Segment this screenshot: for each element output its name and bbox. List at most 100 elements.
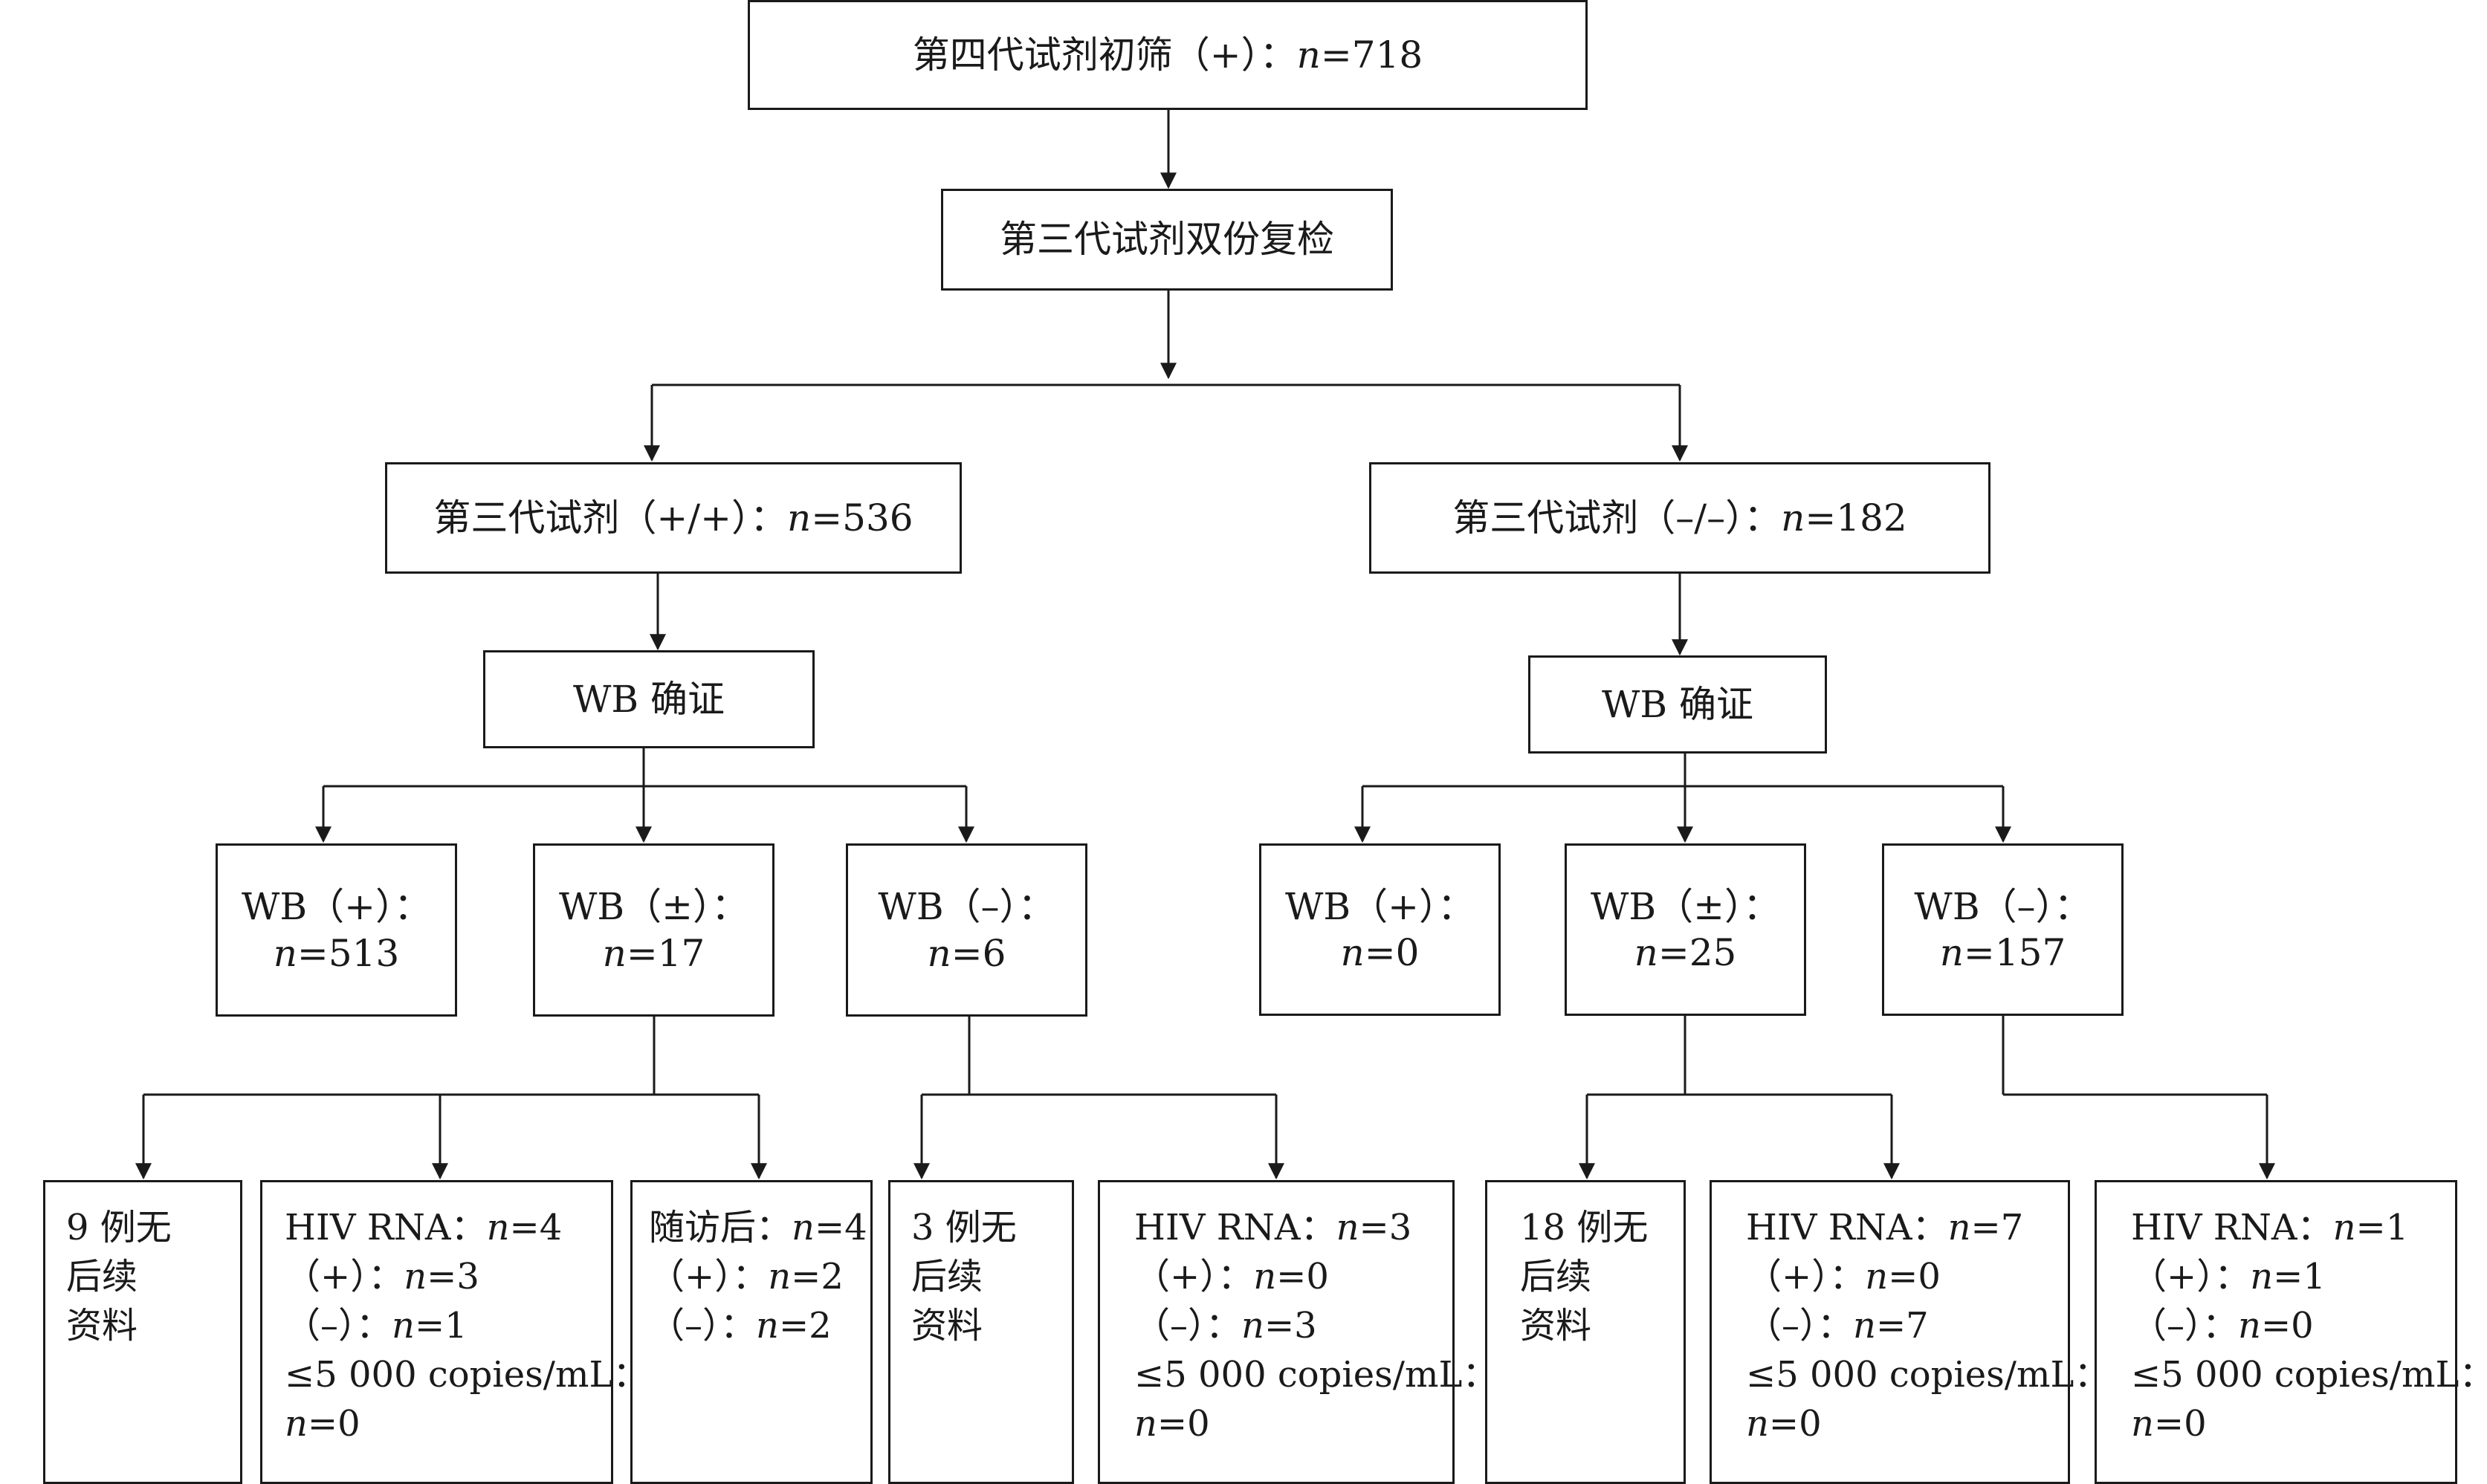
leaf-hiv-rna-3-l1: HIV RNA： [1134,1207,1336,1248]
left-wb-neg-value: =6 [951,931,1006,975]
leaf-no-data-9-line-2: 后续 [66,1256,138,1297]
right-wb-pos-box: WB（+）： n=0 [1259,843,1501,1016]
leaf-no-data-18-line-2: 后续 [1520,1256,1592,1297]
right-header-box: 第三代试剂（–/–）：n=182 [1369,462,1990,574]
left-wb-neg-box: WB（–）： n=6 [846,843,1087,1017]
left-wb-neg-label: WB（–）： [878,885,1055,928]
leaf-hiv-rna-7-l3-n: n [1853,1305,1876,1347]
leaf-followup-l1-v: =4 [814,1207,867,1248]
leaf-no-data-9-line-3: 资料 [66,1305,138,1347]
leaf-followup-l1-n: n [792,1207,815,1248]
leaf-hiv-rna-4-l1-v: =4 [509,1207,563,1248]
leaf-hiv-rna-1-l2-v: =1 [2273,1256,2326,1297]
leaf-hiv-rna-3-l5-v: =0 [1157,1403,1210,1445]
retest-label: 第三代试剂双份复检 [1000,218,1334,262]
leaf-hiv-rna-1-l2-n: n [2250,1256,2274,1297]
leaf-no-data-18-line-1: 18 例无 [1520,1207,1649,1248]
left-wb-ind-value: =17 [626,931,705,975]
leaf-hiv-rna-4-l2-v: =3 [427,1256,479,1297]
leaf-hiv-rna-7-l1: HIV RNA： [1746,1207,1948,1248]
leaf-hiv-rna-3-l1-v: =3 [1359,1207,1412,1248]
leaf-hiv-rna-7-l4: ≤5 000 copies/mL： [1746,1354,2110,1396]
left-wb-ind-box: WB（±）： n=17 [533,843,774,1017]
leaf-hiv-rna-7-l5-v: =0 [1768,1403,1822,1445]
leaf-hiv-rna-1-l3-v: =0 [2260,1305,2314,1347]
leaf-followup-l3: （–）： [649,1305,757,1347]
leaf-hiv-rna-3-l2-v: =0 [1276,1256,1329,1297]
leaf-hiv-rna-3-l3-v: =3 [1264,1305,1317,1347]
leaf-hiv-rna-3-l2-n: n [1253,1256,1277,1297]
left-wb-confirm-box: WB 确证 [483,650,815,748]
leaf-hiv-rna-1-l3: （–）： [2131,1305,2239,1347]
leaf-hiv-rna-1-l5-n: n [2131,1403,2154,1445]
leaf-hiv-rna-3-l4: ≤5 000 copies/mL： [1134,1354,1498,1396]
leaf-hiv-rna-7-l1-v: =7 [1970,1207,2024,1248]
right-header-label: 第三代试剂（–/–）： [1452,496,1782,540]
left-header-value: =536 [811,496,913,540]
right-wb-ind-n: n [1634,931,1658,974]
leaf-hiv-rna-1-l4: ≤5 000 copies/mL： [2131,1354,2487,1396]
leaf-hiv-rna-7-l3: （–）： [1746,1305,1854,1347]
leaf-hiv-rna-4-l2-n: n [404,1256,427,1297]
left-wb-pos-box: WB（+）： n=513 [216,843,457,1017]
leaf-hiv-rna-1-l3-n: n [2238,1305,2261,1347]
right-wb-neg-box: WB（–）： n=157 [1882,843,2124,1016]
leaf-hiv-rna-1-l1: HIV RNA： [2131,1207,2333,1248]
left-wb-ind-n: n [602,931,627,975]
leaf-hiv-rna-7-l1-n: n [1947,1207,1971,1248]
retest-box: 第三代试剂双份复检 [941,189,1393,291]
leaf-hiv-rna-4-l3: （–）： [285,1305,392,1347]
right-header-value: =182 [1805,496,1907,540]
leaf-hiv-rna-4-l3-v: =1 [414,1305,468,1347]
right-wb-neg-value: =157 [1963,931,2066,974]
leaf-hiv-rna-3: HIV RNA：n=3 （+）：n=0 （–）：n=3 ≤5 000 copie… [1098,1180,1498,1484]
right-wb-pos-value: =0 [1364,931,1420,974]
left-wb-neg-n: n [927,931,951,975]
leaf-hiv-rna-4-l4: ≤5 000 copies/mL： [285,1354,649,1396]
leaf-hiv-rna-7: HIV RNA：n=7 （+）：n=0 （–）：n=7 ≤5 000 copie… [1710,1180,2110,1484]
right-wb-ind-box: WB（±）： n=25 [1565,843,1806,1016]
leaf-followup-l2-v: =2 [791,1256,844,1297]
leaf-followup: 随访后：n=4 （+）：n=2 （–）：n=2 [630,1180,873,1484]
leaf-no-data-9-line-1: 9 例无 [66,1207,172,1248]
right-header-n: n [1781,496,1805,540]
leaf-hiv-rna-3-l5-n: n [1134,1403,1157,1445]
top-label: 第四代试剂初筛（+）： [912,33,1297,77]
leaf-no-data-18-line-3: 资料 [1520,1305,1592,1347]
right-wb-neg-n: n [1939,931,1964,974]
leaf-hiv-rna-4-l1: HIV RNA： [285,1207,487,1248]
leaf-hiv-rna-1-l1-n: n [2332,1207,2356,1248]
leaf-hiv-rna-1-l2: （+）： [2131,1256,2251,1297]
right-wb-ind-label: WB（±）： [1590,884,1781,928]
left-header-box: 第三代试剂（+/+）：n=536 [385,462,962,574]
leaf-hiv-rna-4: HIV RNA：n=4 （+）：n=3 （–）：n=1 ≤5 000 copie… [260,1180,649,1484]
left-wb-confirm-label: WB 确证 [572,677,725,721]
leaf-hiv-rna-1-l5-v: =0 [2153,1403,2207,1445]
leaf-hiv-rna-7-l5-n: n [1746,1403,1769,1445]
leaf-no-data-9: 9 例无 后续 资料 [43,1180,242,1484]
leaf-hiv-rna-3-l3: （–）： [1134,1305,1242,1347]
leaf-hiv-rna-7-l2: （+）： [1746,1256,1866,1297]
left-header-label: 第三代试剂（+/+）： [433,496,788,540]
top-screening-box: 第四代试剂初筛（+）：n=718 [748,0,1588,110]
left-header-n: n [787,496,812,540]
left-wb-pos-n: n [273,931,297,975]
leaf-followup-l3-v: =2 [778,1305,832,1347]
leaf-no-data-3-line-2: 后续 [911,1256,983,1297]
leaf-hiv-rna-4-l2: （+）： [285,1256,404,1297]
leaf-hiv-rna-1-l1-v: =1 [2355,1207,2409,1248]
leaf-followup-l2-n: n [768,1256,792,1297]
right-wb-confirm-label: WB 确证 [1601,682,1754,726]
leaf-no-data-3-line-1: 3 例无 [911,1207,1017,1248]
leaf-hiv-rna-3-l3-n: n [1241,1305,1264,1347]
leaf-hiv-rna-4-l5-n: n [285,1403,308,1445]
leaf-hiv-rna-7-l2-n: n [1865,1256,1889,1297]
leaf-followup-l2: （+）： [649,1256,769,1297]
leaf-hiv-rna-3-l1-n: n [1336,1207,1359,1248]
leaf-no-data-18: 18 例无 后续 资料 [1485,1180,1686,1484]
right-wb-neg-label: WB（–）： [1914,884,2092,928]
left-wb-pos-value: =513 [297,931,400,975]
right-wb-ind-value: =25 [1658,931,1737,974]
leaf-hiv-rna-4-l1-n: n [486,1207,510,1248]
